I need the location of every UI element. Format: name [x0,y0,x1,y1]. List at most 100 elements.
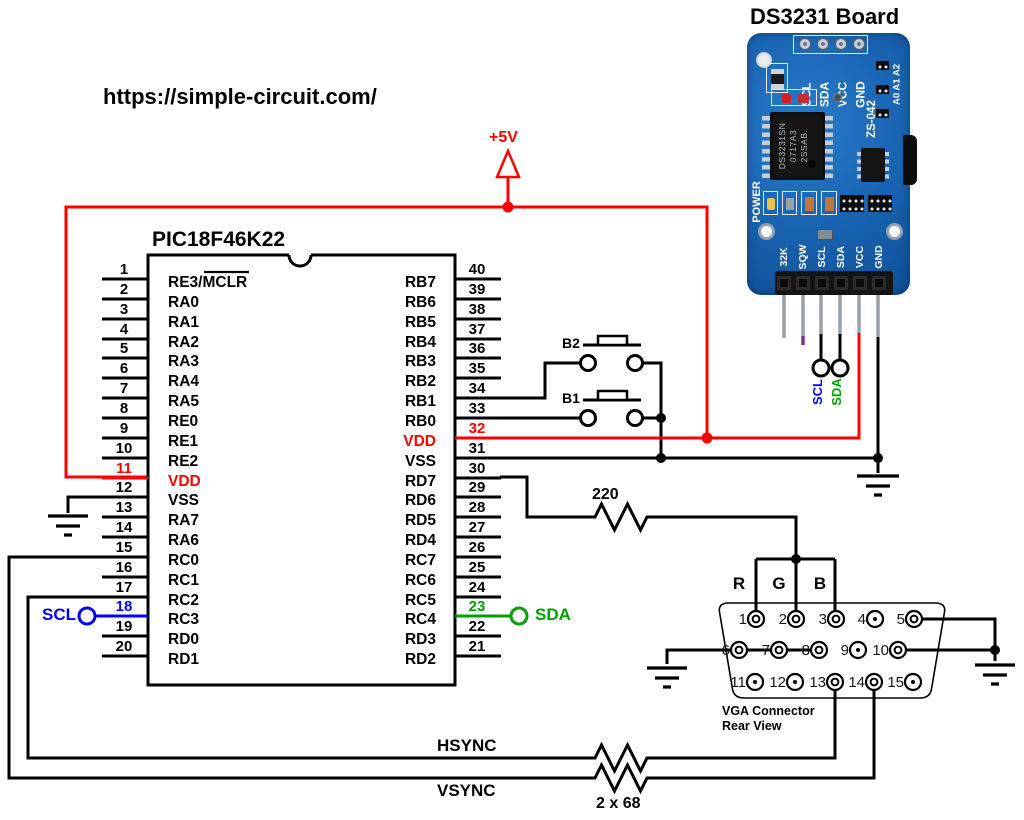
ic-pin-9-number: 9 [120,420,128,437]
ic-pin-29-name: RD6 [405,492,436,509]
junction-b1 [656,413,666,423]
ic-pin-3-name: RA1 [168,314,199,331]
wire-rc2-hsync [26,595,837,775]
ds3231-board: SCL SDA VCC GND ZS-042 A0 A1 A2 DS3231SN… [747,33,917,295]
vga-pin-1-socket [751,614,761,624]
push-buttons [579,334,644,427]
jumper-a2 [876,61,889,70]
ic-pin-21-number: 21 [469,638,486,655]
vga-pin-14-socket [869,677,879,687]
vga-pin-2-socket [791,614,801,624]
ic-pin-12-name: VSS [168,492,199,509]
cap-1 [805,197,814,211]
vsync-label: VSYNC [437,781,496,800]
model-silk: ZS-042 [866,100,878,138]
ic-pin-23-number: 23 [469,598,486,615]
ic-pin-39-name: RB6 [405,294,436,311]
ic-notch [287,254,313,268]
mounting-hole-right [886,223,903,240]
wire-b2-to-vss [643,361,663,458]
top-pin-label-sda: SDA [817,81,831,108]
screw-hole [756,52,772,68]
vga-g-label: G [772,574,786,593]
vga-pin-9-socket [856,648,860,652]
mounting-hole-left [758,223,775,240]
ds3231-board-title: DS3231 Board [750,4,900,29]
ic-pin-36-name: RB3 [405,353,436,370]
eeprom-pins-left [857,152,862,180]
top-pads-box [793,35,868,54]
smd-box-2 [782,191,797,215]
vga-pin-5-socket [909,614,919,624]
wire-rc0-vsync [7,555,876,795]
power-silk: POWER [751,181,763,223]
ic-notch-mask [289,252,311,257]
b1-terminal-right [626,409,644,427]
ic-pin-4-number: 4 [120,321,129,338]
sda-terminal [509,606,529,626]
ic-pin-10-name: RE2 [168,453,198,470]
ground-vga-right [975,663,1015,686]
vga-pin-2-number: 2 [779,611,787,628]
address-silk: A0 A1 A2 [891,64,903,106]
bottom-pin-label-sda: SDA [835,245,847,269]
vga-pin-4-socket [873,617,877,621]
resistor-2x68-label: 2 x 68 [596,795,641,812]
power-led-box [763,191,778,215]
ic-pin-7-number: 7 [120,380,128,397]
junction-vss-gnd [873,453,883,463]
top-pad-sda [817,38,829,50]
ic-pin-10-number: 10 [116,440,133,457]
ic-pin-14-number: 14 [116,519,133,536]
socket-vcc [853,276,867,290]
ic-pin-36-number: 36 [469,340,486,357]
ic-pin-4-name: RA2 [168,334,199,351]
ic-pin-25-name: RC6 [405,572,436,589]
led-box [771,89,817,106]
scl-terminal [77,606,97,626]
socket-32k [777,276,791,290]
vga-pin-5-number: 5 [897,611,905,628]
small-via [833,93,842,102]
rtc-chip-text: DS3231SN 0717A3 2SSAB. [777,113,817,179]
pin-header [775,271,893,295]
ic-pin-17-name: RC2 [168,592,199,609]
ds3231-sda-terminal [830,358,850,378]
vga-pin-15-number: 15 [887,674,904,691]
ic-pin-37-name: RB4 [405,334,436,351]
vga-pin-1-number: 1 [739,611,747,628]
ic-pin-33-name: RB0 [405,413,436,430]
bottom-pin-label-gnd: GND [873,245,885,269]
ground-symbols [48,474,1015,689]
ic-pin-20-name: RD1 [168,651,199,668]
chip-line2: 0717A3 [788,129,798,163]
bottom-pin-label-vcc: VCC [854,245,866,269]
b2-terminal-right [626,354,644,372]
wire-vdd11-rail [64,205,709,479]
supply-5v-label: +5V [489,129,518,146]
ic-pin-32-name: VDD [403,433,436,450]
vga-pin-7-socket [774,645,784,655]
ground-left [48,514,88,537]
vga-shell-outline [718,602,946,699]
vga-pin-6-number: 6 [722,642,730,659]
red-led [782,94,791,103]
bottom-pin-label-scl: SCL [816,246,828,268]
resistor-array-2 [868,195,892,212]
ic-pin-34-number: 34 [469,380,486,397]
ic-pin-8-name: RE0 [168,413,198,430]
socket-sqw [796,276,810,290]
rtc-chip: DS3231SN 0717A3 2SSAB. [770,112,825,180]
wire-ds3231-scl-sda [819,332,842,359]
ic-pin-28-number: 28 [469,499,486,516]
ic-pin-18-number: 18 [116,598,133,615]
ic-body [146,252,457,687]
vga-pin-10-number: 10 [872,642,889,659]
ic-pin-28-name: RD5 [405,512,436,529]
ic-pin-19-name: RD0 [168,631,199,648]
sda-label: SDA [535,605,571,624]
resistor-array-1 [840,195,864,212]
smd-2 [786,198,794,210]
